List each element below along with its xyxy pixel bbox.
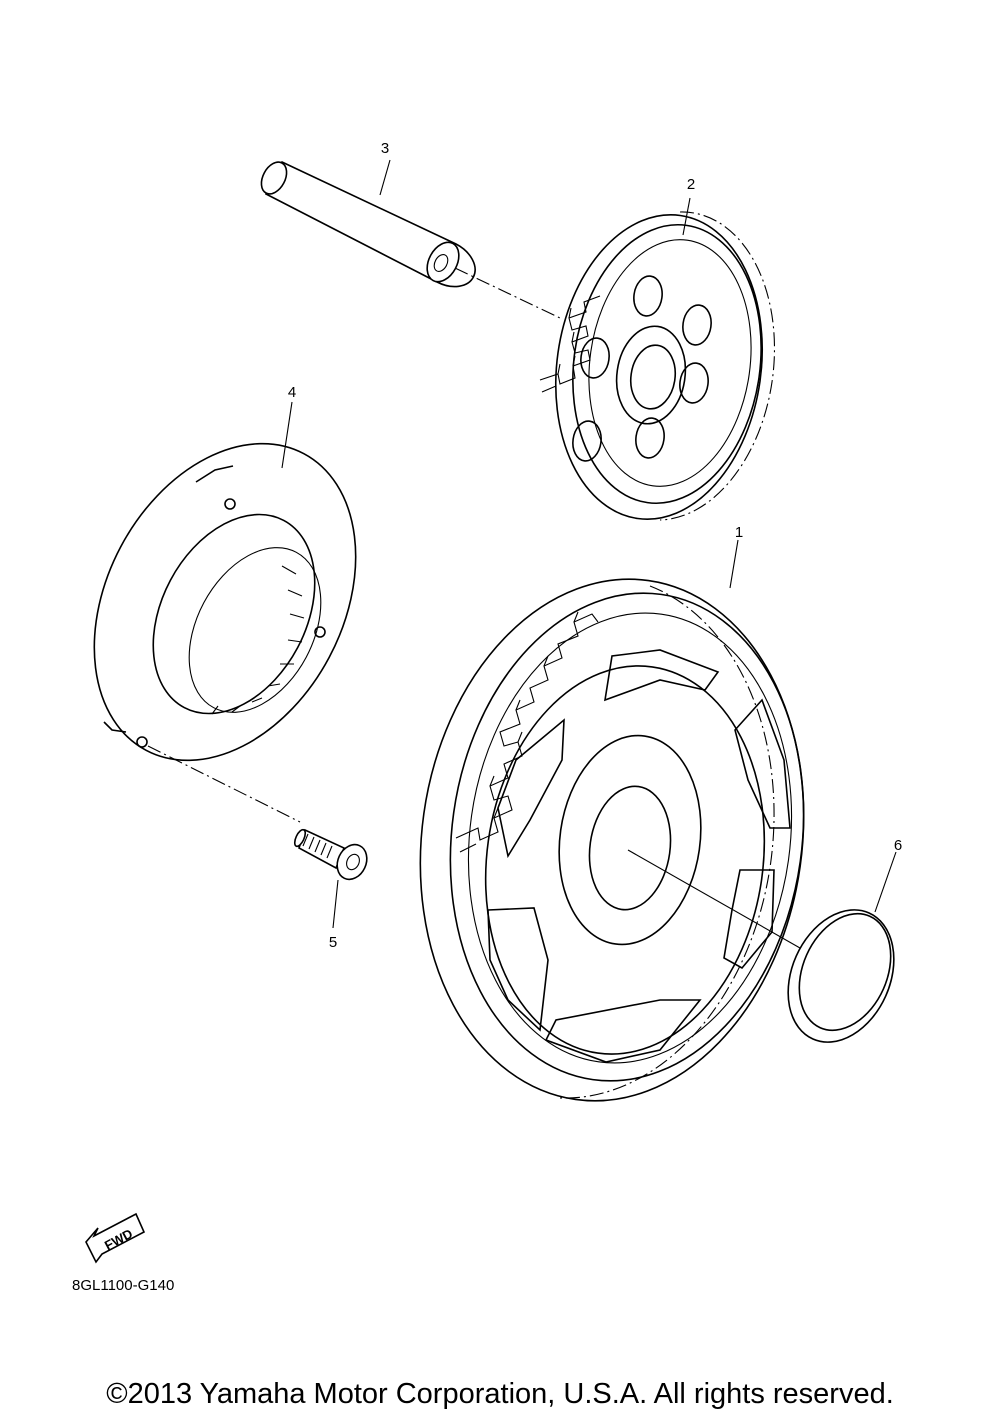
part-5-bolt[interactable]: [293, 828, 373, 884]
part-1-starter-wheel-gear[interactable]: [387, 554, 836, 1126]
copyright-notice: ©2013 Yamaha Motor Corporation, U.S.A. A…: [106, 1378, 894, 1410]
diagram-code: 8GL1100-G140: [72, 1277, 174, 1294]
label-part-5: 5: [329, 934, 337, 951]
part-3-shaft[interactable]: [256, 158, 476, 288]
label-part-6: 6: [894, 837, 902, 854]
label-part-1: 1: [735, 524, 743, 541]
part-2-idler-gear[interactable]: [537, 201, 782, 532]
fwd-arrow-icon: FWD: [85, 1212, 146, 1264]
part-6-washer[interactable]: [768, 893, 914, 1059]
part-4-one-way-clutch[interactable]: [42, 398, 408, 805]
label-part-2: 2: [687, 176, 695, 193]
label-part-4: 4: [288, 384, 296, 401]
label-part-3: 3: [381, 140, 389, 157]
